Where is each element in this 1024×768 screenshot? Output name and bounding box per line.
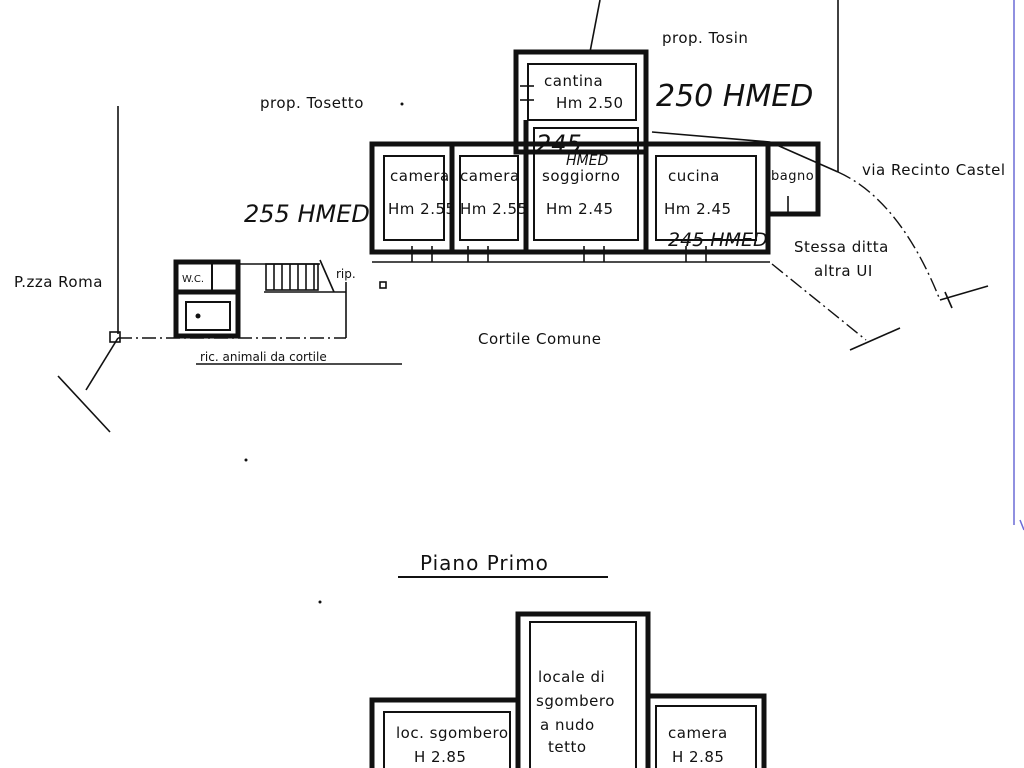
neighbor-tosetto-label: prop. Tosetto (260, 94, 364, 112)
handwritten-cantina-height: 250 HMED (656, 79, 813, 114)
street-via-recinto-label: via Recinto Castel (862, 161, 1006, 179)
ff-room-locale-line1: locale di (538, 668, 605, 686)
ripostiglio-label: rip. (336, 267, 356, 281)
scan-speck (244, 458, 248, 462)
ricovero-animali-label: ric. animali da cortile (200, 350, 327, 364)
room-camera-2-name: camera (460, 167, 520, 185)
scan-speck (318, 600, 322, 604)
ff-room-camera-height: H 2.85 (672, 748, 724, 766)
scan-speck (400, 102, 404, 106)
first-floor-title: Piano Primo (420, 551, 549, 575)
cortile-comune-label: Cortile Comune (478, 330, 602, 348)
neighbor-tosin-label: prop. Tosin (662, 29, 748, 47)
stessa-ditta-label: Stessa ditta (794, 238, 889, 256)
ff-room-locale-line4: tetto (548, 738, 587, 756)
wc-label: W.C. (182, 274, 204, 285)
page-edge-tick (1019, 519, 1024, 531)
room-bagno-name: bagno (771, 169, 814, 184)
room-camera-2-height: Hm 2.55 (460, 200, 528, 218)
handwritten-soggiorno-height: 245 (536, 130, 582, 158)
handwritten-cucina-height: 245 HMED (668, 229, 768, 251)
stairs (265, 259, 335, 293)
room-soggiorno-name: soggiorno (542, 167, 620, 185)
room-camera-1-height: Hm 2.55 (388, 200, 456, 218)
room-cucina-name: cucina (668, 167, 720, 185)
room-soggiorno-height: Hm 2.45 (546, 200, 614, 218)
ff-room-sgombero-height: H 2.85 (414, 748, 466, 766)
ff-room-locale-line2: sgombero (536, 692, 615, 710)
ff-room-locale-line3: a nudo (540, 716, 595, 734)
room-cantina-name: cantina (544, 72, 603, 90)
room-cantina-height: Hm 2.50 (556, 94, 624, 112)
ground-floor-walls (369, 49, 821, 263)
first-floor-walls (369, 611, 767, 768)
room-cucina-height: Hm 2.45 (664, 200, 732, 218)
handwritten-soggiorno-hmed: HMED (566, 153, 608, 169)
handwritten-camere-height: 255 HMED (244, 200, 370, 228)
room-camera-1-name: camera (390, 167, 450, 185)
street-piazza-roma-label: P.zza Roma (14, 273, 103, 291)
outbuilding-walls (173, 259, 402, 365)
altra-ui-label: altra UI (814, 262, 873, 280)
ff-room-sgombero-name: loc. sgombero (396, 724, 509, 742)
ff-room-camera-name: camera (668, 724, 728, 742)
